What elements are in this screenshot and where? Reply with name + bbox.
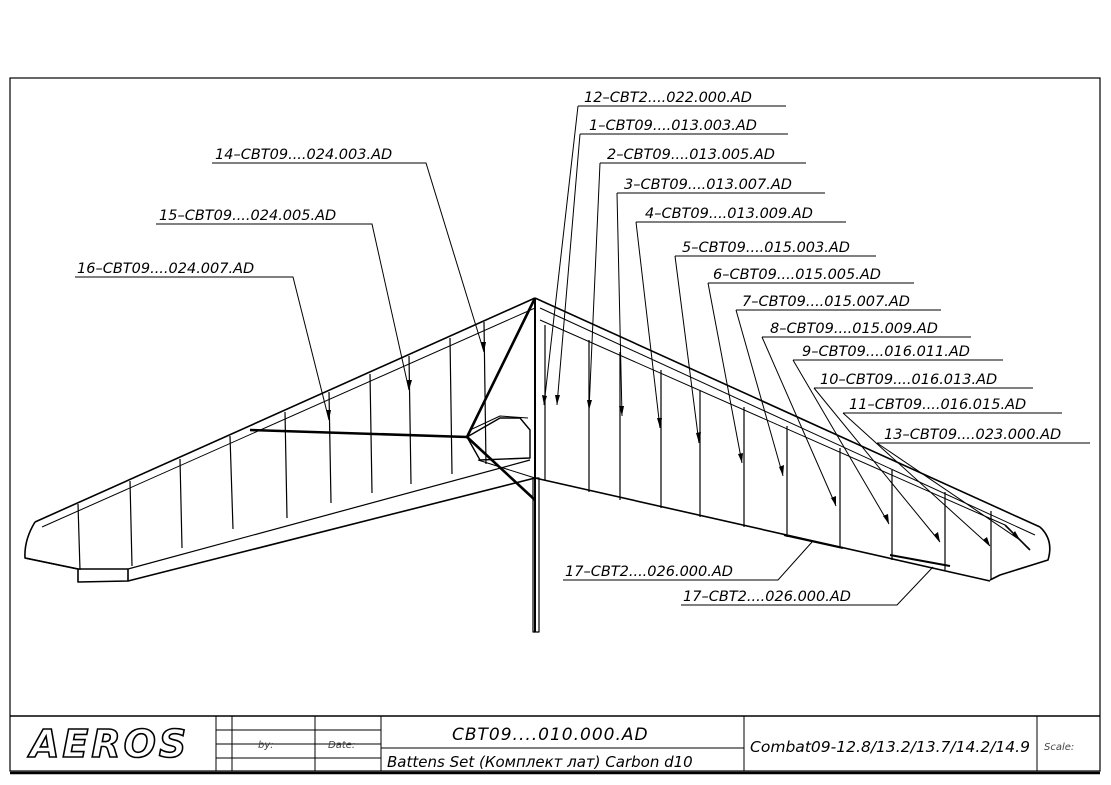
callout-2: 2–CBT09....013.005.AD	[607, 147, 775, 163]
drawing-number: CBT09....010.000.AD	[452, 725, 649, 745]
callout-3: 3–CBT09....013.007.AD	[624, 177, 792, 193]
scale-label: Scale:	[1044, 742, 1074, 753]
drawing-name: Battens Set (Комплект лат) Carbon d10	[387, 753, 693, 771]
callout-5: 5–CBT09....015.003.AD	[682, 240, 850, 256]
callout-15: 15–CBT09....024.005.AD	[159, 208, 336, 224]
callout-10: 10–CBT09....016.013.AD	[820, 372, 997, 388]
callout-17a: 17–CBT2....026.000.AD	[565, 564, 733, 580]
drawing-frame	[9, 77, 1101, 772]
callout-12: 12–CBT2....022.000.AD	[584, 90, 752, 106]
date-label: Date:	[328, 740, 355, 751]
aeros-logo: AEROS	[27, 722, 189, 766]
title-block	[10, 715, 1100, 771]
leader-lines	[75, 105, 1090, 606]
callout-9: 9–CBT09....016.011.AD	[802, 344, 970, 360]
leader-arrowheads	[326, 342, 1020, 546]
callout-13: 13–CBT09....023.000.AD	[884, 427, 1061, 443]
battens	[77, 321, 992, 580]
callout-7: 7–CBT09....015.007.AD	[742, 294, 910, 310]
callout-8: 8–CBT09....015.009.AD	[770, 321, 938, 337]
wing-outline	[24, 297, 1051, 633]
model-designation: Combat09-12.8/13.2/13.7/14.2/14.9	[750, 738, 1030, 756]
callout-1: 1–CBT09....013.003.AD	[589, 118, 757, 134]
callout-16: 16–CBT09....024.007.AD	[77, 261, 254, 277]
by-label: by:	[258, 740, 274, 751]
callout-11: 11–CBT09....016.015.AD	[849, 397, 1026, 413]
callout-6: 6–CBT09....015.005.AD	[713, 267, 881, 283]
callout-17b: 17–CBT2....026.000.AD	[683, 589, 851, 605]
callout-4: 4–CBT09....013.009.AD	[645, 206, 813, 222]
callout-14: 14–CBT09....024.003.AD	[215, 147, 392, 163]
callout-labels: 12–CBT2....022.000.AD 1–CBT09....013.003…	[77, 90, 1061, 605]
